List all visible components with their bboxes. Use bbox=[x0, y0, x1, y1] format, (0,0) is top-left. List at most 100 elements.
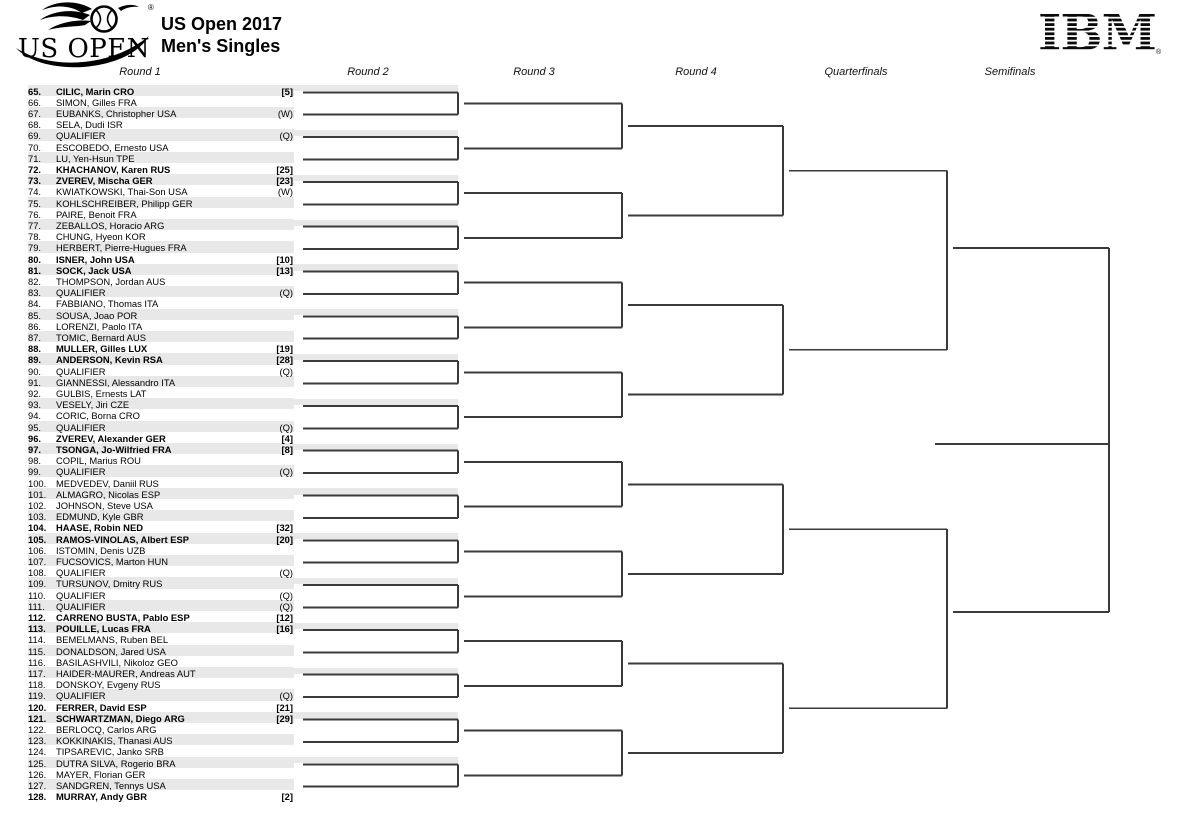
player-row: 119.QUALIFIER(Q) bbox=[28, 690, 294, 701]
row-band bbox=[28, 667, 294, 679]
player-name: CILIC, Marin CRO bbox=[56, 85, 135, 97]
player-number: 71. bbox=[28, 152, 42, 164]
player-row: 127.SANDGREN, Tennys USA bbox=[28, 780, 294, 791]
player-number: 108. bbox=[28, 567, 47, 579]
player-number: 75. bbox=[28, 197, 42, 209]
player-number: 113. bbox=[28, 623, 46, 635]
row-band bbox=[28, 555, 294, 567]
row-band bbox=[28, 443, 294, 455]
player-row: 83.QUALIFIER(Q) bbox=[28, 287, 294, 298]
player-name: SCHWARTZMAN, Diego ARG bbox=[56, 712, 185, 724]
row-band bbox=[28, 756, 294, 768]
player-row: 120.FERRER, David ESP[21] bbox=[28, 702, 294, 713]
player-name: CHUNG, Hyeon KOR bbox=[56, 231, 146, 243]
player-number: 95. bbox=[28, 421, 42, 433]
player-name: ANDERSON, Kevin RSA bbox=[56, 354, 163, 366]
svg-text:®: ® bbox=[1156, 48, 1162, 56]
player-name: JOHNSON, Steve USA bbox=[56, 500, 153, 511]
player-name: HAASE, Robin NED bbox=[56, 522, 143, 534]
player-number: 89. bbox=[28, 354, 42, 366]
player-name: DUTRA SILVA, Rogerio BRA bbox=[56, 757, 176, 769]
player-name: ISNER, John USA bbox=[56, 253, 135, 265]
player-row: 89.ANDERSON, Kevin RSA[28] bbox=[28, 354, 294, 365]
player-name: LU, Yen-Hsun TPE bbox=[56, 152, 135, 164]
player-row: 109.TURSUNOV, Dmitry RUS bbox=[28, 578, 294, 589]
row-band-extension bbox=[294, 398, 458, 406]
player-number: 115. bbox=[28, 645, 46, 657]
player-name: TURSUNOV, Dmitry RUS bbox=[56, 578, 163, 590]
player-row: 93.VESELY, Jiri CZE bbox=[28, 399, 294, 410]
seed-tag: (Q) bbox=[279, 421, 293, 433]
player-row: 82.THOMPSON, Jordan AUS bbox=[28, 276, 294, 287]
player-name: CORIC, Borna CRO bbox=[56, 410, 140, 422]
row-band bbox=[28, 107, 294, 119]
player-name: SOUSA, Joao POR bbox=[56, 309, 138, 321]
player-name: ISTOMIN, Denis UZB bbox=[56, 544, 146, 556]
player-name: MAYER, Florian GER bbox=[56, 768, 146, 780]
row-band-extension bbox=[294, 443, 458, 450]
ibm-logo: IBM ® bbox=[1038, 13, 1166, 66]
player-name: KOKKINAKIS, Thanasi AUS bbox=[56, 735, 173, 747]
row-band bbox=[28, 599, 294, 611]
row-band bbox=[28, 398, 294, 410]
player-number: 66. bbox=[28, 96, 42, 108]
player-number: 126. bbox=[28, 768, 47, 780]
player-number: 92. bbox=[28, 388, 42, 399]
row-band bbox=[28, 487, 294, 499]
player-row: 128.MURRAY, Andy GBR[2] bbox=[28, 791, 294, 802]
row-band-extension bbox=[294, 219, 458, 226]
player-row: 85.SOUSA, Joao POR bbox=[28, 310, 294, 321]
round-header: Round 4 bbox=[675, 66, 717, 78]
player-number: 94. bbox=[28, 410, 42, 422]
player-number: 125. bbox=[28, 757, 47, 769]
flame-ball-icon bbox=[40, 2, 139, 30]
row-band bbox=[28, 420, 294, 432]
seed-tag: [32] bbox=[276, 522, 293, 534]
player-number: 69. bbox=[28, 130, 42, 142]
row-band bbox=[28, 644, 294, 656]
player-name: BERLOCQ, Carlos ARG bbox=[56, 724, 157, 735]
player-row: 68.SELA, Dudi ISR bbox=[28, 119, 294, 130]
seed-tag: (Q) bbox=[279, 600, 293, 612]
seed-tag: [16] bbox=[276, 623, 293, 635]
player-name: SOCK, Jack USA bbox=[56, 264, 132, 276]
player-name: CARRENO BUSTA, Pablo ESP bbox=[56, 612, 190, 623]
player-row: 106.ISTOMIN, Denis UZB bbox=[28, 545, 294, 556]
player-name: POUILLE, Lucas FRA bbox=[56, 623, 151, 635]
player-row: 80.ISNER, John USA[10] bbox=[28, 254, 294, 265]
player-row: 71. LU, Yen-Hsun TPE bbox=[28, 153, 294, 164]
player-name: DONSKOY, Evgeny RUS bbox=[56, 679, 161, 691]
player-number: 117. bbox=[28, 668, 46, 679]
player-name: BASILASHVILI, Nikoloz GEO bbox=[56, 656, 178, 668]
player-number: 68. bbox=[28, 119, 42, 131]
player-name: FERRER, David ESP bbox=[56, 701, 147, 713]
player-row: 75.KOHLSCHREIBER, Philipp GER bbox=[28, 198, 294, 209]
player-name: KHACHANOV, Karen RUS bbox=[56, 164, 171, 175]
player-name: QUALIFIER bbox=[56, 589, 106, 601]
seed-tag: (Q) bbox=[279, 567, 293, 579]
player-number: 127. bbox=[28, 780, 47, 791]
row-band bbox=[28, 734, 294, 746]
row-band bbox=[28, 577, 294, 589]
player-row: 87.TOMIC, Bernard AUS bbox=[28, 332, 294, 343]
player-number: 124. bbox=[28, 746, 47, 758]
player-row: 108.QUALIFIER(Q) bbox=[28, 567, 294, 578]
player-number: 74. bbox=[28, 186, 42, 198]
seed-tag: [25] bbox=[276, 164, 293, 175]
row-band-extension bbox=[294, 264, 458, 271]
player-name: GULBIS, Ernests LAT bbox=[56, 388, 147, 399]
player-number: 88. bbox=[28, 343, 42, 355]
player-number: 110. bbox=[28, 589, 46, 601]
player-name: EDMUND, Kyle GBR bbox=[56, 511, 144, 523]
player-row: 126. MAYER, Florian GER bbox=[28, 769, 294, 780]
player-row: 103.EDMUND, Kyle GBR bbox=[28, 511, 294, 522]
row-band bbox=[28, 465, 294, 477]
player-name: QUALIFIER bbox=[56, 690, 106, 702]
player-row: 79.HERBERT, Pierre-Hugues FRA bbox=[28, 242, 294, 253]
player-number: 79. bbox=[28, 242, 42, 254]
seed-tag: [8] bbox=[281, 444, 293, 455]
player-row: 97.TSONGA, Jo-Wilfried FRA[8] bbox=[28, 444, 294, 455]
player-number: 111. bbox=[28, 600, 45, 612]
